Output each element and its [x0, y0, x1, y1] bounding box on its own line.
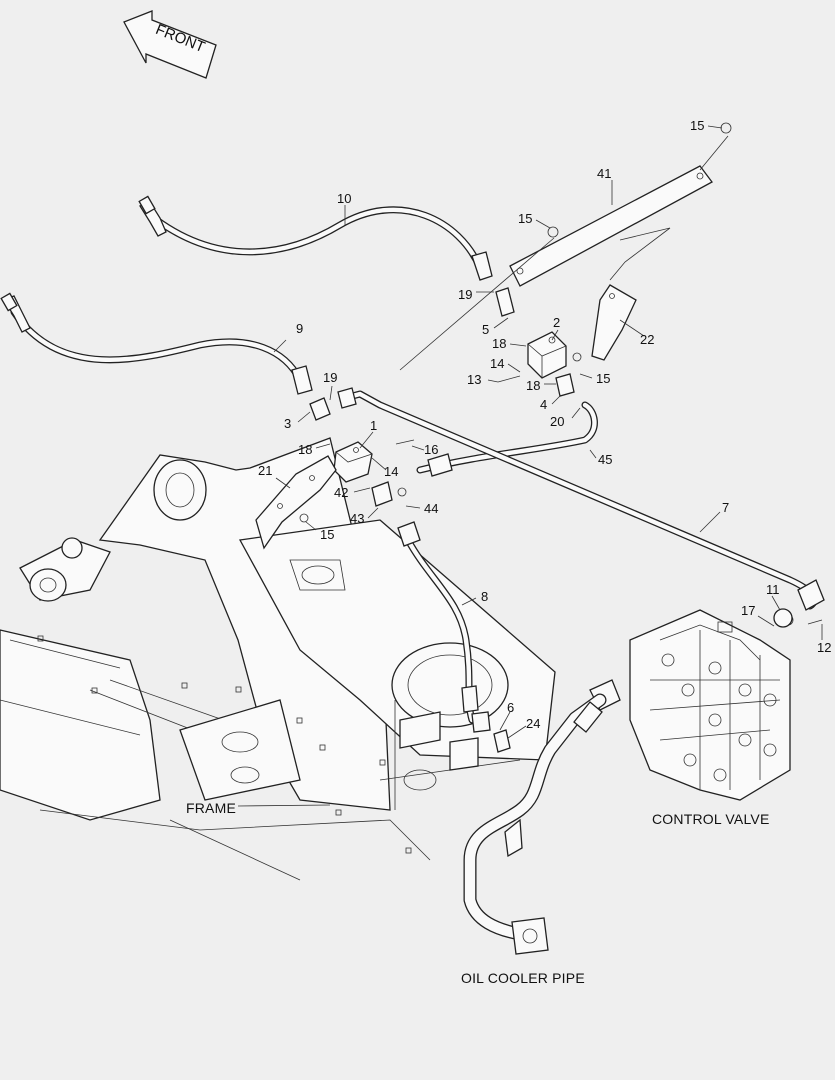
leader-lines: [237, 125, 823, 807]
control-valve: [629, 609, 791, 801]
block-1: [333, 441, 373, 483]
pipe-45: [416, 401, 598, 477]
callout-44: 44: [424, 501, 438, 516]
control-valve-caption: CONTROL VALVE: [652, 811, 769, 827]
callout-9: 9: [296, 321, 303, 336]
callout-18: 18: [526, 378, 540, 393]
hose-10: [138, 195, 493, 281]
hose-9: [0, 292, 313, 395]
callout-5: 5: [482, 322, 489, 337]
hose-8: [397, 521, 491, 733]
callout-8: 8: [481, 589, 488, 604]
block-2: [527, 331, 567, 379]
callout-24: 24: [526, 716, 540, 731]
callout-1: 1: [370, 418, 377, 433]
callout-4: 4: [540, 397, 547, 412]
callout-21: 21: [258, 463, 272, 478]
callout-7: 7: [722, 500, 729, 515]
callout-2: 2: [553, 315, 560, 330]
callout-3: 3: [284, 416, 291, 431]
bracket-21: [255, 455, 337, 550]
frame-caption: FRAME: [186, 800, 236, 816]
callouts: 15 41 10 15 19 2 5 22 18 9 14 15 13 18 1…: [258, 118, 831, 731]
pipe-7: [337, 387, 825, 611]
bracket-41: [509, 165, 713, 287]
callout-13: 13: [467, 372, 481, 387]
callout-14: 14: [384, 464, 398, 479]
callout-15: 15: [518, 211, 532, 226]
callout-42: 42: [334, 485, 348, 500]
callout-18: 18: [492, 336, 506, 351]
callout-19: 19: [323, 370, 337, 385]
callout-15: 15: [690, 118, 704, 133]
callout-45: 45: [598, 452, 612, 467]
fittings: [299, 122, 823, 753]
callout-17: 17: [741, 603, 755, 618]
callout-41: 41: [597, 166, 611, 181]
callout-15: 15: [596, 371, 610, 386]
oil-cooler-pipe-caption: OIL COOLER PIPE: [461, 970, 585, 986]
callout-22: 22: [640, 332, 654, 347]
callout-6: 6: [507, 700, 514, 715]
callout-20: 20: [550, 414, 564, 429]
bracket-22: [591, 284, 637, 361]
callout-19: 19: [458, 287, 472, 302]
callout-43: 43: [350, 511, 364, 526]
callout-11: 11: [766, 582, 780, 597]
oil-cooler-pipe: [463, 693, 607, 955]
callout-14: 14: [490, 356, 504, 371]
callout-16: 16: [424, 442, 438, 457]
callout-15: 15: [320, 527, 334, 542]
front-arrow: FRONT: [123, 10, 217, 79]
callout-12: 12: [817, 640, 831, 655]
callout-18: 18: [298, 442, 312, 457]
callout-10: 10: [337, 191, 351, 206]
